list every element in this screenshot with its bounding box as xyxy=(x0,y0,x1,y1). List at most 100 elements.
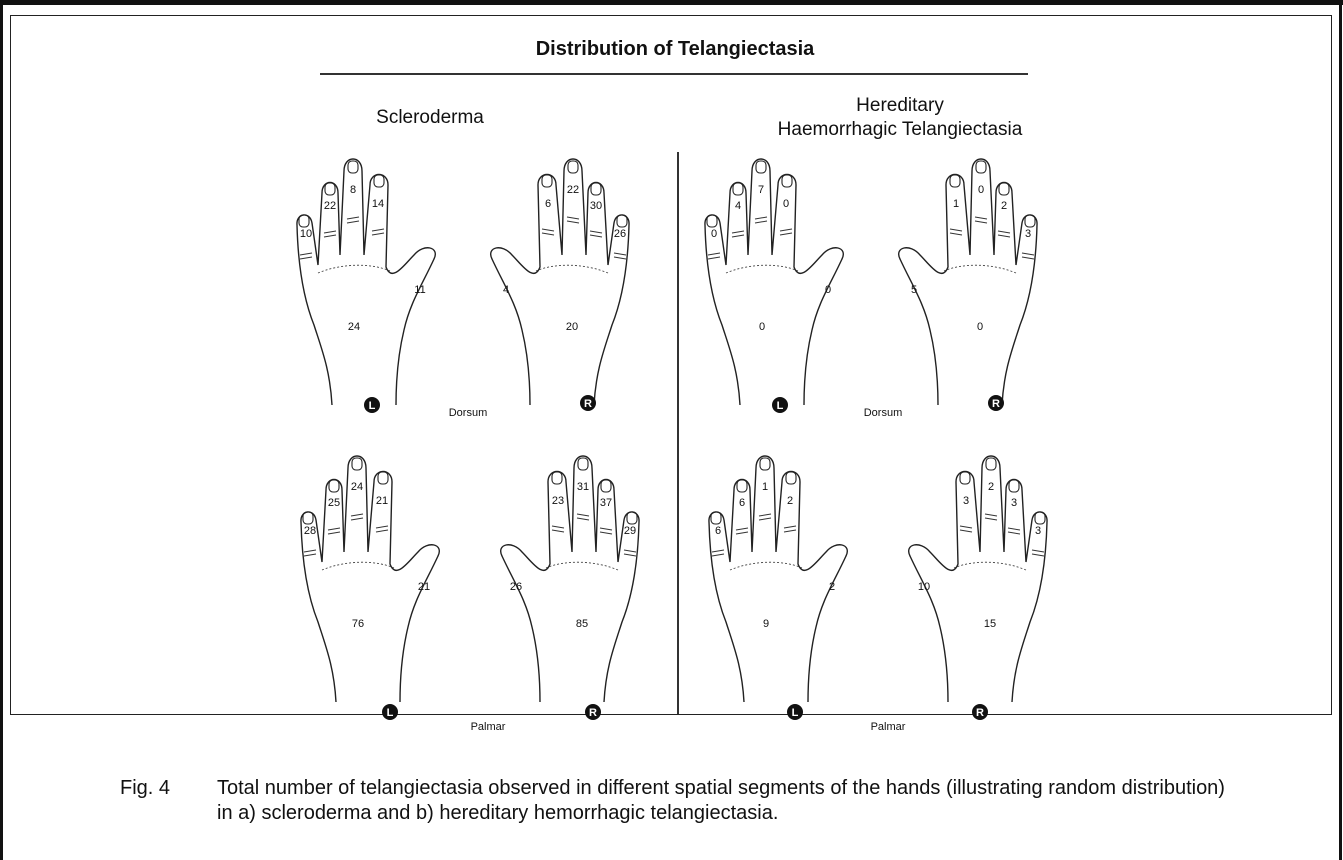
segment-count: 3 xyxy=(1011,497,1017,509)
segment-count: 2 xyxy=(988,481,994,493)
knuckle-crease xyxy=(759,514,771,520)
segment-count: 3 xyxy=(963,495,969,507)
view-label-dorsum: Dorsum xyxy=(449,407,488,419)
knuckle-crease xyxy=(376,526,388,532)
hands-diagram: 10228141124L2630226420R282524212176L2937… xyxy=(0,0,1343,760)
segment-count: 24 xyxy=(351,481,363,493)
segment-count: 11 xyxy=(414,284,425,296)
hand-outline xyxy=(501,456,639,702)
side-badge-label: L xyxy=(369,400,376,412)
knuckle-crease xyxy=(324,231,336,237)
knuckle-crease xyxy=(614,253,626,259)
hand-outline xyxy=(491,159,629,405)
knuckle-crease xyxy=(577,514,589,520)
segment-count: 76 xyxy=(352,618,364,630)
hand-1-0 xyxy=(705,159,843,405)
fingernail xyxy=(352,458,362,470)
segment-count: 22 xyxy=(324,200,336,212)
knuckle-crease xyxy=(351,514,363,520)
segment-boundary xyxy=(954,562,1026,570)
segment-count: 10 xyxy=(918,581,930,593)
knuckle-crease xyxy=(567,217,579,223)
knuckle-crease xyxy=(372,229,384,235)
caption-label: Fig. 4 xyxy=(120,776,215,801)
side-badge-label: L xyxy=(792,707,799,719)
knuckle-crease xyxy=(732,231,744,237)
segment-boundary xyxy=(318,265,390,273)
knuckle-crease xyxy=(624,550,636,556)
segment-count: 8 xyxy=(350,184,356,196)
hand-1-1 xyxy=(899,159,1037,405)
segment-count: 2 xyxy=(787,495,793,507)
segment-boundary xyxy=(730,562,802,570)
hand-1-3 xyxy=(909,456,1047,702)
fingernail xyxy=(960,472,970,484)
fingernail xyxy=(591,183,601,195)
knuckle-crease xyxy=(998,231,1010,237)
hand-0-2 xyxy=(301,456,439,702)
knuckle-crease xyxy=(784,526,796,532)
segment-count: 4 xyxy=(735,200,741,212)
side-badge-label: R xyxy=(976,707,984,719)
segment-count: 5 xyxy=(911,284,917,296)
segment-count: 0 xyxy=(711,228,717,240)
fingernail xyxy=(733,183,743,195)
segment-count: 2 xyxy=(829,581,835,593)
knuckle-crease xyxy=(347,217,359,223)
segment-count: 2 xyxy=(1001,200,1007,212)
knuckle-crease xyxy=(590,231,602,237)
hand-0-1 xyxy=(491,159,629,405)
hand-outline xyxy=(297,159,435,405)
side-badge-label: L xyxy=(777,400,784,412)
hand-outline xyxy=(705,159,843,405)
segment-boundary xyxy=(726,265,798,273)
hand-outline xyxy=(709,456,847,702)
hand-outline xyxy=(899,159,1037,405)
hand-0-0 xyxy=(297,159,435,405)
segment-count: 26 xyxy=(614,228,626,240)
segment-count: 4 xyxy=(503,284,509,296)
segment-count: 26 xyxy=(510,581,522,593)
segment-boundary xyxy=(546,562,618,570)
segment-count: 1 xyxy=(762,481,768,493)
segment-count: 6 xyxy=(739,497,745,509)
knuckle-crease xyxy=(960,526,972,532)
knuckle-crease xyxy=(755,217,767,223)
hand-outline xyxy=(301,456,439,702)
hand-0-3 xyxy=(501,456,639,702)
fingernail xyxy=(542,175,552,187)
fingernail xyxy=(999,183,1009,195)
knuckle-crease xyxy=(950,229,962,235)
knuckle-crease xyxy=(712,550,724,556)
segment-count: 24 xyxy=(348,321,360,333)
fingernail xyxy=(760,458,770,470)
segment-count: 23 xyxy=(552,495,564,507)
fingernail xyxy=(348,161,358,173)
segment-count: 29 xyxy=(624,525,636,537)
caption-text: Total number of telangiectasia observed … xyxy=(217,776,1230,826)
fingernail xyxy=(374,175,384,187)
segment-count: 10 xyxy=(300,228,312,240)
segment-count: 20 xyxy=(566,321,578,333)
segment-count: 21 xyxy=(376,495,388,507)
segment-count: 22 xyxy=(567,184,579,196)
fingernail xyxy=(737,480,747,492)
segment-count: 0 xyxy=(759,321,765,333)
fingernail xyxy=(782,175,792,187)
hand-outline xyxy=(909,456,1047,702)
segment-count: 7 xyxy=(758,184,764,196)
fingernail xyxy=(578,458,588,470)
knuckle-crease xyxy=(1032,550,1044,556)
knuckle-crease xyxy=(600,528,612,534)
side-badge-label: R xyxy=(589,707,597,719)
segment-count: 28 xyxy=(304,525,316,537)
fingernail xyxy=(756,161,766,173)
knuckle-crease xyxy=(708,253,720,259)
knuckle-crease xyxy=(552,526,564,532)
segment-count: 0 xyxy=(825,284,831,296)
knuckle-crease xyxy=(542,229,554,235)
knuckle-crease xyxy=(1008,528,1020,534)
segment-count: 1 xyxy=(953,198,959,210)
segment-count: 21 xyxy=(418,581,430,593)
segment-boundary xyxy=(944,265,1016,273)
